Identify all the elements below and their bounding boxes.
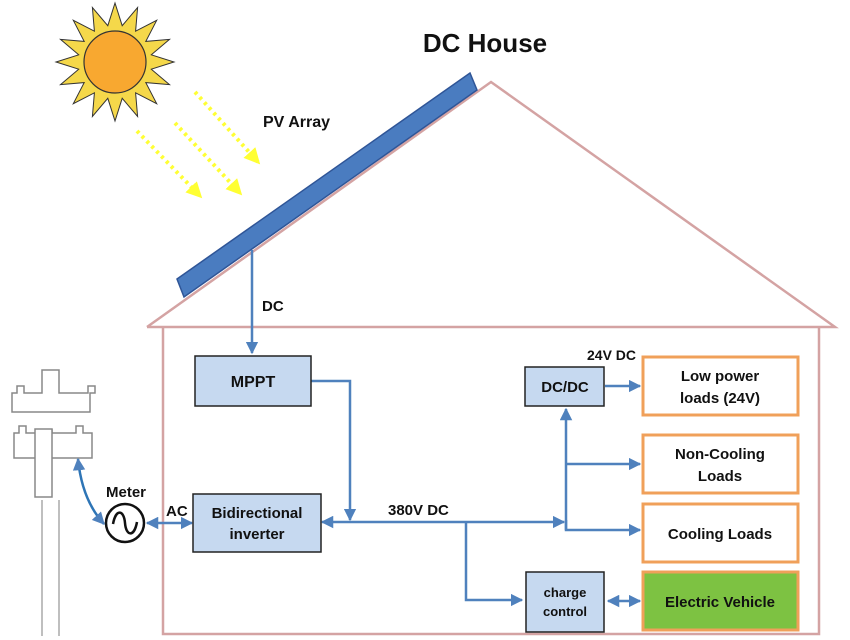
meter-label: Meter [106,484,146,501]
sunbeam-arrows [135,90,261,199]
cooling-loads-label: Cooling Loads [668,526,772,543]
diagram-title: DC House [423,28,547,58]
cooling-loads-box[interactable]: Cooling Loads [641,502,800,564]
wire-to-cooling [564,520,642,537]
inverter-label-line2: inverter [229,526,284,543]
pv-array-label: PV Array [263,114,330,131]
electric-vehicle-label: Electric Vehicle [665,594,775,611]
electric-vehicle-box[interactable]: Electric Vehicle [641,570,800,632]
low-power-loads-box[interactable]: Low power loads (24V) [641,355,800,417]
ac-meter-icon[interactable] [104,502,146,544]
sun-core [83,30,147,94]
mppt-label: MPPT [231,374,276,391]
dc-label: DC [262,298,284,315]
house-outline [146,80,839,636]
low-power-label-line1: Low power [681,368,759,385]
sun-icon [54,1,176,123]
inverter-label-line1: Bidirectional [212,505,303,522]
utility-pole-icon [11,369,96,636]
bidirectional-inverter-block[interactable]: Bidirectional inverter [192,493,322,553]
non-cooling-label-line1: Non-Cooling [675,446,765,463]
wire-bus-to-charge-control [464,522,524,607]
ac-label: AC [166,503,188,520]
non-cooling-label-line2: Loads [698,468,742,485]
low-power-label-line2: loads (24V) [680,390,760,407]
non-cooling-loads-box[interactable]: Non-Cooling Loads [641,433,800,495]
wires [145,250,642,608]
mppt-block[interactable]: MPPT [194,355,312,407]
pv-array-panel [176,71,478,299]
wire-mppt-to-bus [311,379,357,522]
bus-voltage-label: 380V DC [388,502,449,519]
dcdc-block[interactable]: DC/DC [524,366,605,407]
dcdc-label: DC/DC [541,379,589,396]
charge-control-block[interactable]: charge control [525,571,605,633]
charge-control-label-line1: charge [544,585,587,600]
pole-to-meter-wire [72,457,105,525]
low-voltage-label: 24V DC [587,347,636,363]
charge-control-label-line2: control [543,604,587,619]
